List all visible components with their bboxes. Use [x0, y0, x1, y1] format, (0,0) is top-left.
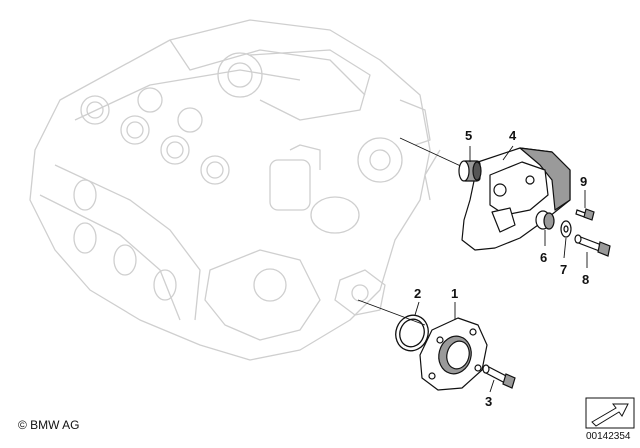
part-6-bushing: [535, 210, 555, 230]
callout-3: 3: [485, 394, 492, 409]
engine-block-ghost: [29, 19, 441, 361]
part-3-bolt: [482, 364, 516, 389]
document-number: 00142354: [586, 431, 631, 442]
part-9-bolt: [575, 208, 595, 221]
callout-leaders: [414, 145, 588, 393]
part-5-mount: [458, 160, 482, 182]
callout-labels: 5 4 9 6 7 8 2 1 3: [414, 128, 589, 409]
part-8-bolt: [574, 234, 611, 257]
callout-7: 7: [560, 262, 567, 277]
document-arrow-icon: [585, 397, 635, 429]
callout-8: 8: [582, 272, 589, 287]
part-1-flange: [419, 317, 488, 391]
part-4-bracket: [461, 147, 571, 251]
part-2-o-ring: [395, 314, 429, 352]
part-7-washer: [560, 220, 572, 238]
callout-5: 5: [465, 128, 472, 143]
callout-2: 2: [414, 286, 421, 301]
callout-4: 4: [509, 128, 517, 143]
copyright-text: © BMW AG: [18, 418, 80, 432]
callout-6: 6: [540, 250, 547, 265]
callout-1: 1: [451, 286, 458, 301]
callout-9: 9: [580, 174, 587, 189]
